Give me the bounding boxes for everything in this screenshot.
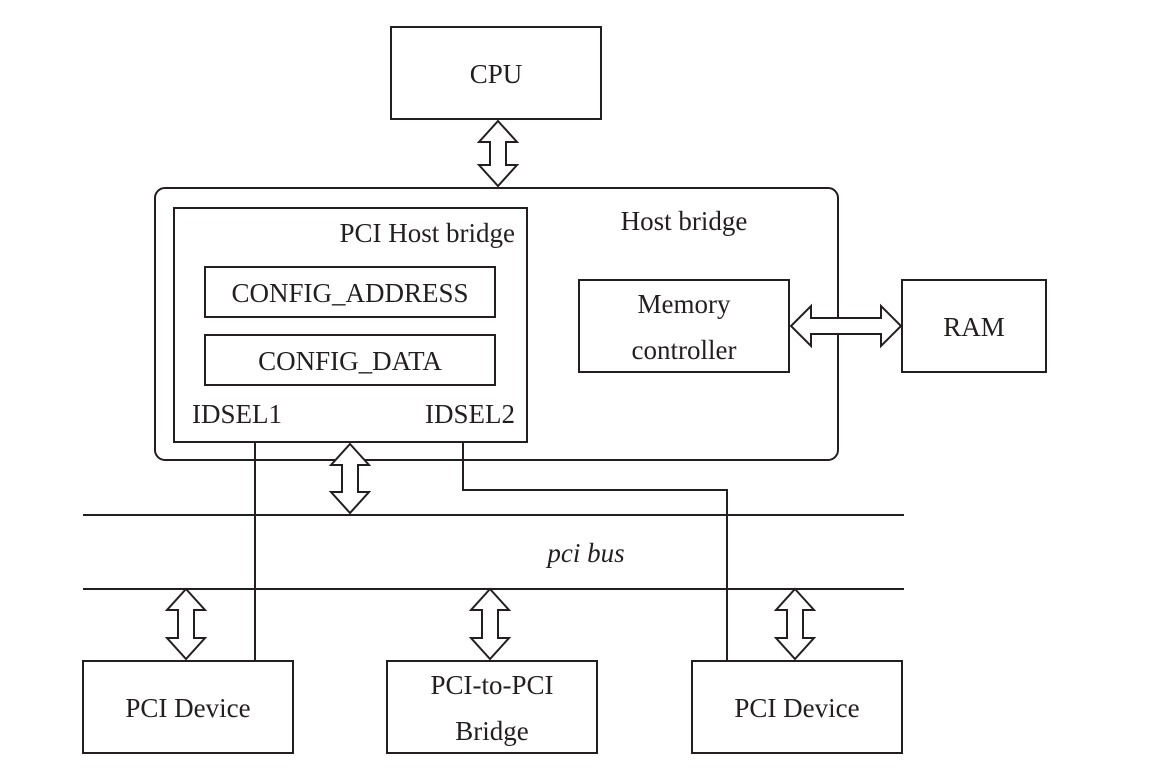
pci-host-bridge-box <box>173 207 528 443</box>
cpu-label: CPU <box>470 59 523 89</box>
idsel2-wire <box>462 442 728 661</box>
idsel2-label: IDSEL2 <box>425 399 515 429</box>
ram-box <box>901 279 1047 373</box>
bus-device-left-arrow <box>164 587 208 661</box>
config-data-box <box>204 334 496 386</box>
ram-label: RAM <box>943 312 1005 342</box>
cpu-box <box>390 26 602 120</box>
memctrl-ram-arrow <box>789 303 903 349</box>
pci-to-pci-bridge-box <box>386 660 598 754</box>
pci-to-pci-bridge-label-line1: PCI-to-PCI <box>430 670 553 700</box>
memory-controller-box <box>578 279 790 373</box>
pci-device-right-box <box>691 660 903 754</box>
pci-device-left-box <box>82 660 294 754</box>
pci-device-right-label: PCI Device <box>734 693 859 723</box>
pci-bus-label: pci bus <box>545 538 624 568</box>
memory-controller-label-line1: Memory <box>638 289 731 319</box>
pci-device-left-label: PCI Device <box>125 693 250 723</box>
memory-controller-label-line2: controller <box>632 335 737 365</box>
hostbridge-bus-arrow <box>328 442 372 515</box>
pci-host-bridge-label: PCI Host bridge <box>340 218 516 248</box>
config-address-box <box>204 266 496 318</box>
idsel1-label: IDSEL1 <box>192 399 282 429</box>
bus-device-right-arrow <box>773 587 817 661</box>
cpu-hostbridge-arrow <box>476 119 520 188</box>
host-bridge-label: Host bridge <box>621 206 748 236</box>
pci-to-pci-bridge-label-line2: Bridge <box>455 716 529 746</box>
config-data-label: CONFIG_DATA <box>258 346 442 376</box>
bus-pci-to-pci-arrow <box>468 587 512 661</box>
config-address-label: CONFIG_ADDRESS <box>231 278 468 308</box>
